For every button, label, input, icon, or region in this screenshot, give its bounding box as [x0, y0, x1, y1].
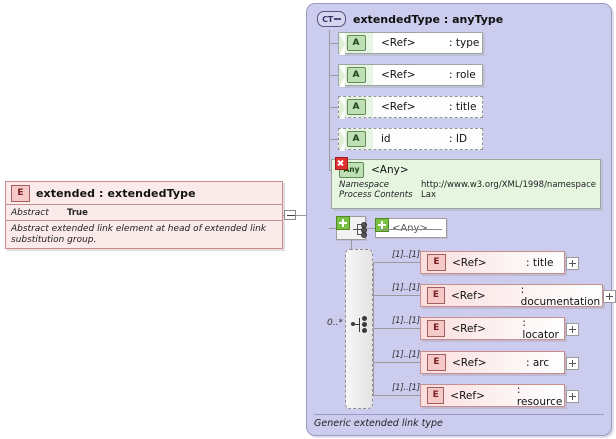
- element-name: <Ref>: [452, 256, 487, 269]
- attribute-name: id: [381, 133, 391, 145]
- any-element-label: <Any>: [392, 222, 428, 234]
- attr-lead: A: [339, 97, 373, 119]
- any-property-process-contents: Process Contents Lax: [339, 190, 436, 200]
- any-attribute-header: Any <Any>: [332, 156, 600, 179]
- collapse-toggle[interactable]: [284, 210, 296, 220]
- element-type: : resource: [516, 383, 563, 408]
- any-attribute-properties: Namespace http://www.w3.org/XML/1998/nam…: [332, 179, 600, 202]
- attribute-name: <Ref>: [381, 37, 416, 49]
- attribute-type: : type: [449, 37, 480, 49]
- cardinality-title: [1]..[1]: [392, 250, 420, 260]
- attribute-name: <Ref>: [381, 101, 416, 113]
- element-extended-box[interactable]: E extended : extendedType Abstract True …: [5, 181, 283, 249]
- attr-branch-4: [329, 139, 339, 140]
- element-header: E extended : extendedType: [6, 182, 282, 205]
- element-title-row[interactable]: E <Ref> : title: [420, 251, 565, 274]
- expand-locator-button[interactable]: [566, 323, 579, 336]
- attr-lead: A: [339, 33, 373, 55]
- page-title: extended : extendedType: [36, 186, 196, 200]
- any-property-namespace: Namespace http://www.w3.org/XML/1998/nam…: [339, 180, 596, 190]
- any-element-line: [366, 228, 376, 229]
- attribute-role-row[interactable]: A <Ref> : role: [338, 64, 483, 87]
- any-attribute-box[interactable]: Any <Any> Namespace http://www.w3.org/XM…: [331, 156, 601, 209]
- attribute-badge-A-icon: A: [346, 99, 366, 115]
- attribute-type: : ID: [449, 133, 468, 145]
- element-arc-row[interactable]: E <Ref> : arc: [420, 351, 565, 374]
- element-type: : arc: [526, 356, 550, 369]
- any-attribute-label: <Any>: [371, 163, 409, 176]
- element-badge-E-icon: E: [427, 287, 445, 304]
- element-property-abstract: Abstract True: [6, 205, 282, 221]
- attr-branch-2: [329, 75, 339, 76]
- minus-icon: [287, 215, 295, 216]
- element-badge-E-icon: E: [427, 320, 446, 337]
- attr-lead: A: [339, 65, 373, 87]
- attr-branch-1: [329, 43, 339, 44]
- element-name: <Ref>: [452, 356, 487, 369]
- property-value: True: [67, 207, 88, 218]
- attribute-type: : role: [449, 69, 476, 81]
- expand-documentation-button[interactable]: [603, 290, 616, 303]
- choice-branch-1: [373, 262, 421, 263]
- red-x-icon: [335, 156, 348, 170]
- element-badge-E-icon: E: [427, 254, 446, 271]
- element-badge-E-icon: E: [427, 387, 445, 404]
- expand-title-button[interactable]: [566, 257, 579, 270]
- element-name: <Ref>: [451, 289, 486, 302]
- footer-caption: Generic extended link type: [314, 418, 443, 429]
- complextype-badge-CT-icon: CT: [317, 11, 346, 27]
- attribute-type: : title: [449, 101, 477, 113]
- strike-line: [380, 229, 442, 230]
- property-label: Abstract: [11, 207, 49, 218]
- choice-branch-5: [373, 395, 421, 396]
- element-badge-E-icon: E: [11, 184, 30, 202]
- attribute-type-row[interactable]: A <Ref> : type: [338, 32, 483, 55]
- expand-resource-button[interactable]: [566, 390, 579, 403]
- choice-cardinality: 0..*: [327, 318, 343, 328]
- choice-branch-3: [373, 328, 421, 329]
- any-element-box[interactable]: <Any>: [375, 218, 447, 238]
- element-documentation: Abstract extended link element at head o…: [11, 224, 266, 245]
- element-resource-row[interactable]: E <Ref> : resource: [420, 383, 565, 408]
- element-type: : title: [526, 256, 554, 269]
- attribute-spine: [329, 30, 330, 170]
- element-name: <Ref>: [450, 389, 485, 402]
- attribute-title-row[interactable]: A <Ref> : title: [338, 96, 483, 119]
- element-name: <Ref>: [451, 322, 486, 335]
- attribute-badge-A-icon: A: [346, 35, 366, 51]
- choice-branch-4: [373, 362, 421, 363]
- complextype-header: CT extendedType : anyType: [317, 11, 503, 27]
- cardinality-documentation: [1]..[1]: [392, 283, 420, 293]
- attribute-badge-A-icon: A: [346, 131, 366, 147]
- element-badge-E-icon: E: [427, 354, 446, 371]
- complextype-title: extendedType : anyType: [353, 12, 504, 26]
- element-type: : documentation: [520, 283, 601, 308]
- expand-arc-button[interactable]: [566, 357, 579, 370]
- sequence-in-line: [329, 228, 337, 229]
- plus-icon[interactable]: [375, 218, 389, 232]
- sequence-compositor[interactable]: [336, 216, 367, 240]
- cardinality-locator: [1]..[1]: [392, 316, 420, 326]
- any-badge-icon: Any: [335, 156, 364, 178]
- complextype-extendedtype-panel: CT extendedType : anyType A <Ref> : type…: [306, 3, 616, 436]
- footer-divider: [314, 414, 604, 415]
- plus-icon[interactable]: [336, 216, 350, 230]
- attr-branch-3: [329, 107, 339, 108]
- choice-spine: [373, 262, 374, 396]
- cardinality-arc: [1]..[1]: [392, 350, 420, 360]
- attribute-name: <Ref>: [381, 69, 416, 81]
- attr-lead: A: [339, 129, 373, 151]
- element-type: : locator: [522, 316, 559, 341]
- choice-branch-2: [373, 295, 421, 296]
- element-documentation-row[interactable]: E <Ref> : documentation: [420, 283, 603, 308]
- attribute-id-row[interactable]: A id : ID: [338, 128, 483, 151]
- element-locator-row[interactable]: E <Ref> : locator: [420, 316, 565, 341]
- cardinality-resource: [1]..[1]: [392, 383, 420, 393]
- attribute-badge-A-icon: A: [346, 67, 366, 83]
